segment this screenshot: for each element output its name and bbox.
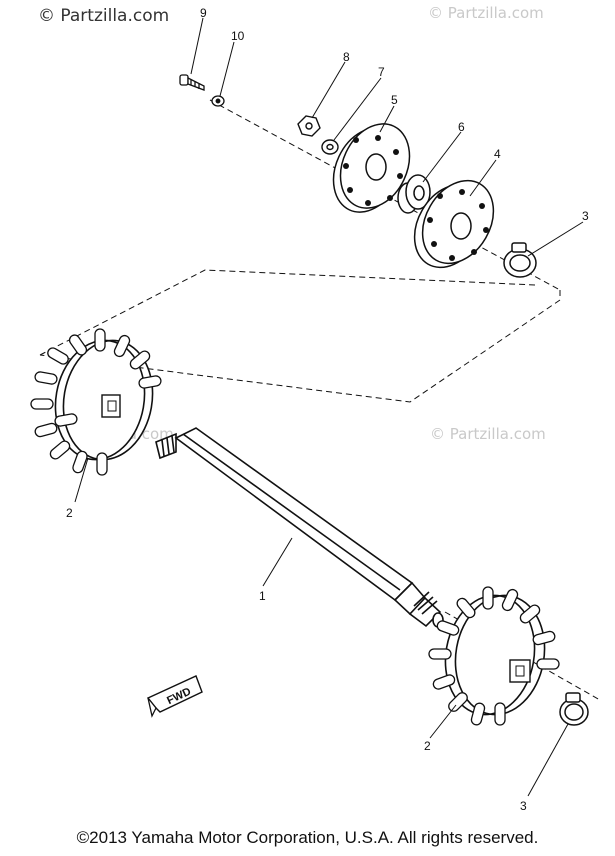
callout-label: 6 (458, 120, 465, 134)
callout-label: 5 (391, 93, 398, 107)
part-3-clamp (503, 242, 537, 278)
callout-label: 8 (343, 50, 350, 64)
callout-label: 2 (424, 739, 431, 753)
callout-label: 9 (200, 6, 207, 20)
callout-label: 7 (378, 65, 385, 79)
fwd-arrow-icon: FWD (146, 675, 203, 718)
part-2-sprocket-right (428, 586, 560, 727)
part-5-flange (332, 123, 411, 213)
callout-label: 3 (582, 209, 589, 223)
part-3-clamp-lower (559, 692, 589, 726)
watermark-faint: © Partzilla.com (430, 425, 546, 443)
callout-label: 10 (231, 29, 245, 43)
part-9-bolt (179, 74, 205, 91)
callout-label: 1 (259, 589, 266, 603)
watermark-main: © Partzilla.com (38, 6, 170, 26)
part-4-flange (413, 179, 495, 269)
part-2-sprocket-left (30, 328, 163, 476)
callout-label: 2 (66, 506, 73, 520)
callout-label: 3 (520, 799, 527, 813)
copyright-footer: ©2013 Yamaha Motor Corporation, U.S.A. A… (76, 828, 539, 847)
part-10-washer (211, 95, 225, 107)
part-6-bearing (397, 174, 431, 214)
callout-leaders (74, 17, 584, 797)
part-7-washer (321, 139, 339, 155)
part-1-shaft (155, 427, 444, 628)
watermark-faint: © Partzilla.com (428, 4, 544, 22)
part-8-nut (297, 115, 321, 137)
callout-label: 4 (494, 147, 501, 161)
